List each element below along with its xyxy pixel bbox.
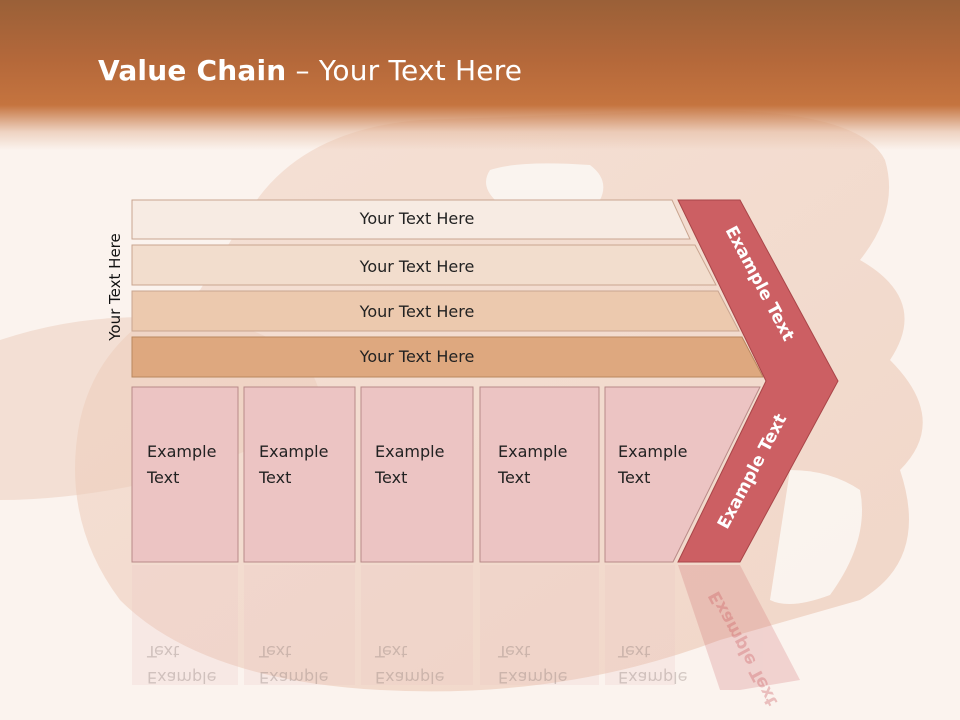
support-row-1[interactable] xyxy=(131,199,691,240)
support-row-3-label: Your Text Here xyxy=(359,302,475,321)
support-row-2-label: Your Text Here xyxy=(359,257,475,276)
reflection-line1: Example xyxy=(618,668,688,687)
reflection-line2: Text xyxy=(147,642,180,661)
support-row-2[interactable] xyxy=(131,244,717,286)
primary-box-3-reflection: Example Text xyxy=(375,638,465,690)
primary-box-5[interactable] xyxy=(604,386,761,563)
reflection-line1: Example xyxy=(498,668,568,687)
support-row-1-label: Your Text Here xyxy=(359,209,475,228)
primary-box-5-line1: Example xyxy=(618,442,688,461)
primary-box-1-line1: Example xyxy=(147,442,217,461)
title-bar xyxy=(0,0,960,150)
primary-box-2-line2: Text xyxy=(259,468,292,487)
support-row-4-label: Your Text Here xyxy=(359,347,475,366)
primary-box-2-reflection: Example Text xyxy=(259,638,349,690)
primary-box-4[interactable] xyxy=(479,386,600,563)
primary-box-2[interactable] xyxy=(243,386,356,563)
reflection-line2: Text xyxy=(259,642,292,661)
primary-box-3[interactable] xyxy=(360,386,474,563)
primary-box-1-line2: Text xyxy=(147,468,180,487)
title-bold: Value Chain xyxy=(98,54,287,87)
margin-chevron[interactable] xyxy=(677,199,839,563)
slide-title: Value Chain – Your Text Here xyxy=(98,54,522,87)
support-row-3[interactable] xyxy=(131,290,740,332)
primary-box-2-line1: Example xyxy=(259,442,329,461)
primary-box-1[interactable] xyxy=(131,386,239,563)
primary-box-3-line2: Text xyxy=(375,468,408,487)
primary-box-1-reflection: Example Text xyxy=(147,638,237,690)
primary-box-4-reflection: Example Text xyxy=(498,638,588,690)
reflection-line2: Text xyxy=(498,642,531,661)
reflection-line1: Example xyxy=(147,668,217,687)
primary-box-3-line1: Example xyxy=(375,442,445,461)
reflection-line2: Text xyxy=(618,642,651,661)
reflection-line2: Text xyxy=(375,642,408,661)
primary-box-4-line1: Example xyxy=(498,442,568,461)
primary-box-5-line2: Text xyxy=(618,468,651,487)
primary-box-4-line2: Text xyxy=(498,468,531,487)
diagram-reflection xyxy=(132,565,800,690)
primary-box-5-reflection: Example Text xyxy=(618,638,708,690)
support-row-4[interactable] xyxy=(131,336,764,378)
reflection-line1: Example xyxy=(259,668,329,687)
reflection-line1: Example xyxy=(375,668,445,687)
title-rest: – Your Text Here xyxy=(286,54,523,87)
